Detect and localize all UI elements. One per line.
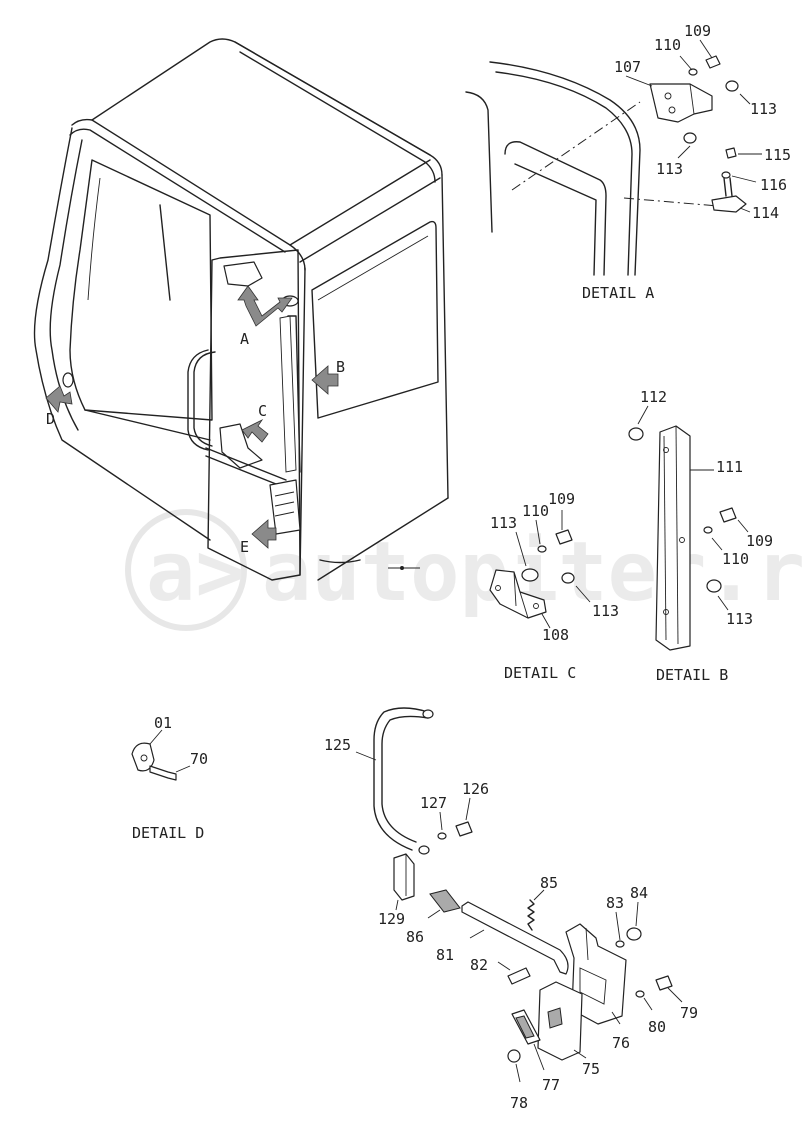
cab-illustration: A B C D E	[33, 38, 449, 581]
watermark-symbol: a>	[146, 525, 245, 620]
callout-a-114: 114	[752, 204, 779, 222]
view-arrow-e	[251, 519, 277, 549]
view-letter-c: C	[258, 402, 267, 420]
callout-b-109: 109	[746, 532, 773, 550]
view-arrow-b	[311, 365, 339, 395]
detail-c: 109 110 113 113 108 DETAIL C	[489, 490, 619, 682]
detail-d-title: DETAIL D	[132, 824, 204, 842]
callout-lock-81: 81	[436, 946, 454, 964]
callout-lock-125: 125	[324, 736, 351, 754]
callout-lock-84: 84	[630, 884, 648, 902]
lock-assembly: 125 126 127 129 86 85 84 83 81 82 79 80 …	[324, 707, 698, 1112]
view-arrow-d	[45, 385, 73, 413]
callout-a-115: 115	[764, 146, 791, 164]
view-arrow-c	[241, 418, 269, 443]
view-letter-b: B	[336, 358, 345, 376]
callout-lock-83: 83	[606, 894, 624, 912]
callout-a-113-lower: 113	[656, 160, 683, 178]
callout-d-01: 01	[154, 714, 172, 732]
detail-a-title: DETAIL A	[582, 284, 654, 302]
callout-lock-80: 80	[648, 1018, 666, 1036]
callout-lock-82: 82	[470, 956, 488, 974]
view-letter-d: D	[46, 410, 55, 428]
callout-a-109: 109	[684, 22, 711, 40]
callout-a-110: 110	[654, 36, 681, 54]
view-letter-e: E	[240, 538, 249, 556]
callout-b-111: 111	[716, 458, 743, 476]
callout-c-113-right: 113	[592, 602, 619, 620]
callout-a-107: 107	[614, 58, 641, 76]
detail-b-title: DETAIL B	[656, 666, 728, 684]
detail-d: 01 70 DETAIL D	[131, 714, 208, 842]
detail-c-title: DETAIL C	[504, 664, 576, 682]
callout-lock-78: 78	[510, 1094, 528, 1112]
callout-lock-79: 79	[680, 1004, 698, 1022]
callout-a-113-upper: 113	[750, 100, 777, 118]
callout-lock-86: 86	[406, 928, 424, 946]
callout-a-116: 116	[760, 176, 787, 194]
callout-lock-75: 75	[582, 1060, 600, 1078]
callout-lock-126: 126	[462, 780, 489, 798]
detail-a: 110 109 107 113 113 115 116 114 DETAIL A	[465, 22, 791, 302]
callout-d-70: 70	[190, 750, 208, 768]
callout-b-110: 110	[722, 550, 749, 568]
callout-c-110: 110	[522, 502, 549, 520]
callout-lock-76: 76	[612, 1034, 630, 1052]
callout-lock-127: 127	[420, 794, 447, 812]
callout-b-112: 112	[640, 388, 667, 406]
callout-lock-129: 129	[378, 910, 405, 928]
callout-c-109: 109	[548, 490, 575, 508]
callout-lock-77: 77	[542, 1076, 560, 1094]
callout-b-113: 113	[726, 610, 753, 628]
callout-lock-85: 85	[540, 874, 558, 892]
view-arrow-a	[237, 285, 293, 327]
callout-c-108: 108	[542, 626, 569, 644]
callout-c-113-left: 113	[490, 514, 517, 532]
view-letter-a: A	[240, 330, 249, 348]
detail-b: 112 111 109 110 113 DETAIL B	[628, 388, 773, 684]
